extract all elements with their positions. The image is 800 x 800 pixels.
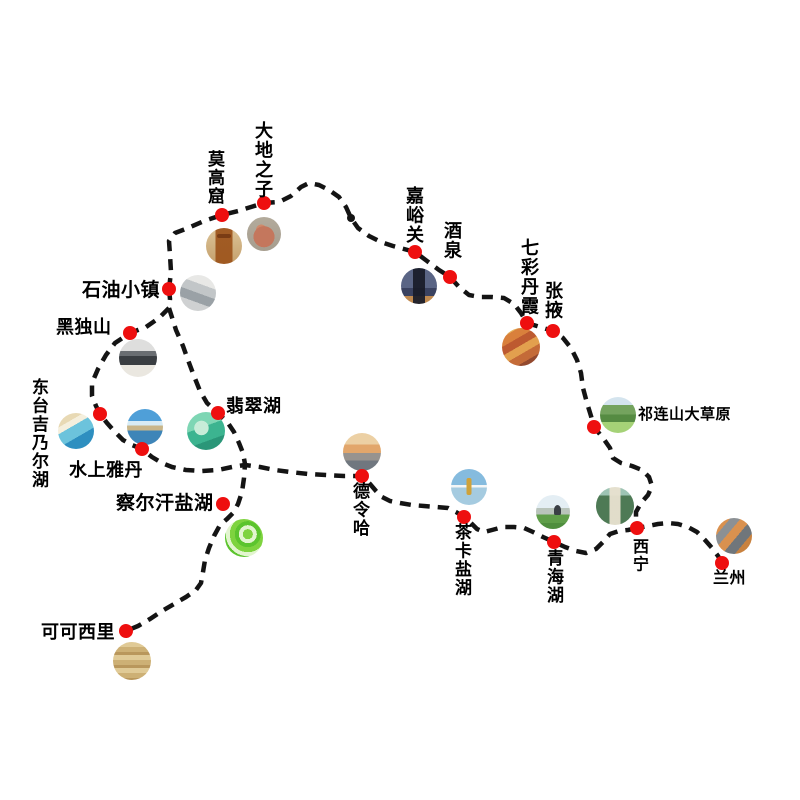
label-chakayanhu: 茶卡盐湖 [452, 523, 471, 597]
label-feicuihu: 翡翠湖 [226, 396, 282, 416]
label-qilianshan: 祁连山大草原 [638, 406, 732, 423]
marker-shuishangyadan [135, 442, 149, 456]
marker-dadizhizi [257, 196, 271, 210]
photo-chakayanhu [451, 469, 487, 505]
photo-chaerhanyanhu [225, 519, 263, 557]
marker-lanzhou [715, 556, 729, 570]
route-middle-branch [125, 307, 248, 634]
photo-delingha [343, 433, 381, 471]
label-jiayuguan: 嘉峪关 [404, 186, 424, 245]
label-shiyouxiaozhen: 石油小镇 [82, 280, 161, 301]
route-waypoint-dot [347, 214, 355, 222]
label-qicaidanxia: 七彩丹霞 [519, 238, 539, 316]
marker-qinghaihu [547, 535, 561, 549]
photo-shiyouxiaozhen [180, 275, 216, 311]
label-xining: 西宁 [630, 538, 647, 573]
marker-chakayanhu [457, 510, 471, 524]
label-delingha: 德令哈 [350, 482, 369, 538]
label-qinghaihu: 青海湖 [544, 549, 563, 605]
marker-jiayuguan [408, 245, 422, 259]
label-lanzhou: 兰州 [713, 570, 747, 587]
photo-qilianshan [600, 397, 636, 433]
marker-shiyouxiaozhen [162, 282, 176, 296]
photo-qinghaihu [536, 495, 570, 529]
photo-qicaidanxia [502, 328, 540, 366]
marker-jiuquan [443, 270, 457, 284]
marker-xining [630, 521, 644, 535]
label-chaerhanyanhu: 察尔汗盐湖 [116, 493, 214, 514]
label-zhangye: 张掖 [543, 281, 563, 320]
label-shuishangyadan: 水上雅丹 [69, 460, 143, 480]
route-north-loop [166, 180, 724, 565]
marker-qilianshan [587, 420, 601, 434]
photo-dongtaijinaerhu [58, 413, 94, 449]
marker-heidushan [123, 326, 137, 340]
marker-chaerhanyanhu [216, 497, 230, 511]
route-south-loop [89, 288, 638, 556]
marker-qicaidanxia [520, 316, 534, 330]
photo-mogaoku [206, 228, 242, 264]
photo-dadizhizi [247, 217, 281, 251]
photo-lanzhou [716, 518, 752, 554]
label-dongtaijinaerhu: 东台吉乃尔湖 [29, 378, 48, 489]
photo-xining [596, 487, 634, 525]
marker-mogaoku [215, 208, 229, 222]
label-jiuquan: 酒泉 [442, 221, 462, 260]
marker-delingha [355, 469, 369, 483]
photo-shuishangyadan [127, 409, 163, 445]
photo-heidushan [119, 339, 157, 377]
label-dadizhizi: 大地之子 [253, 121, 273, 199]
label-kekexili: 可可西里 [41, 622, 115, 642]
label-mogaoku: 莫高窟 [205, 150, 224, 206]
marker-kekexili [119, 624, 133, 638]
photo-kekexili [113, 642, 151, 680]
marker-feicuihu [211, 406, 225, 420]
photo-jiayuguan [401, 268, 437, 304]
marker-zhangye [546, 324, 560, 338]
marker-dongtaijinaerhu [93, 407, 107, 421]
label-heidushan: 黑独山 [56, 317, 112, 337]
